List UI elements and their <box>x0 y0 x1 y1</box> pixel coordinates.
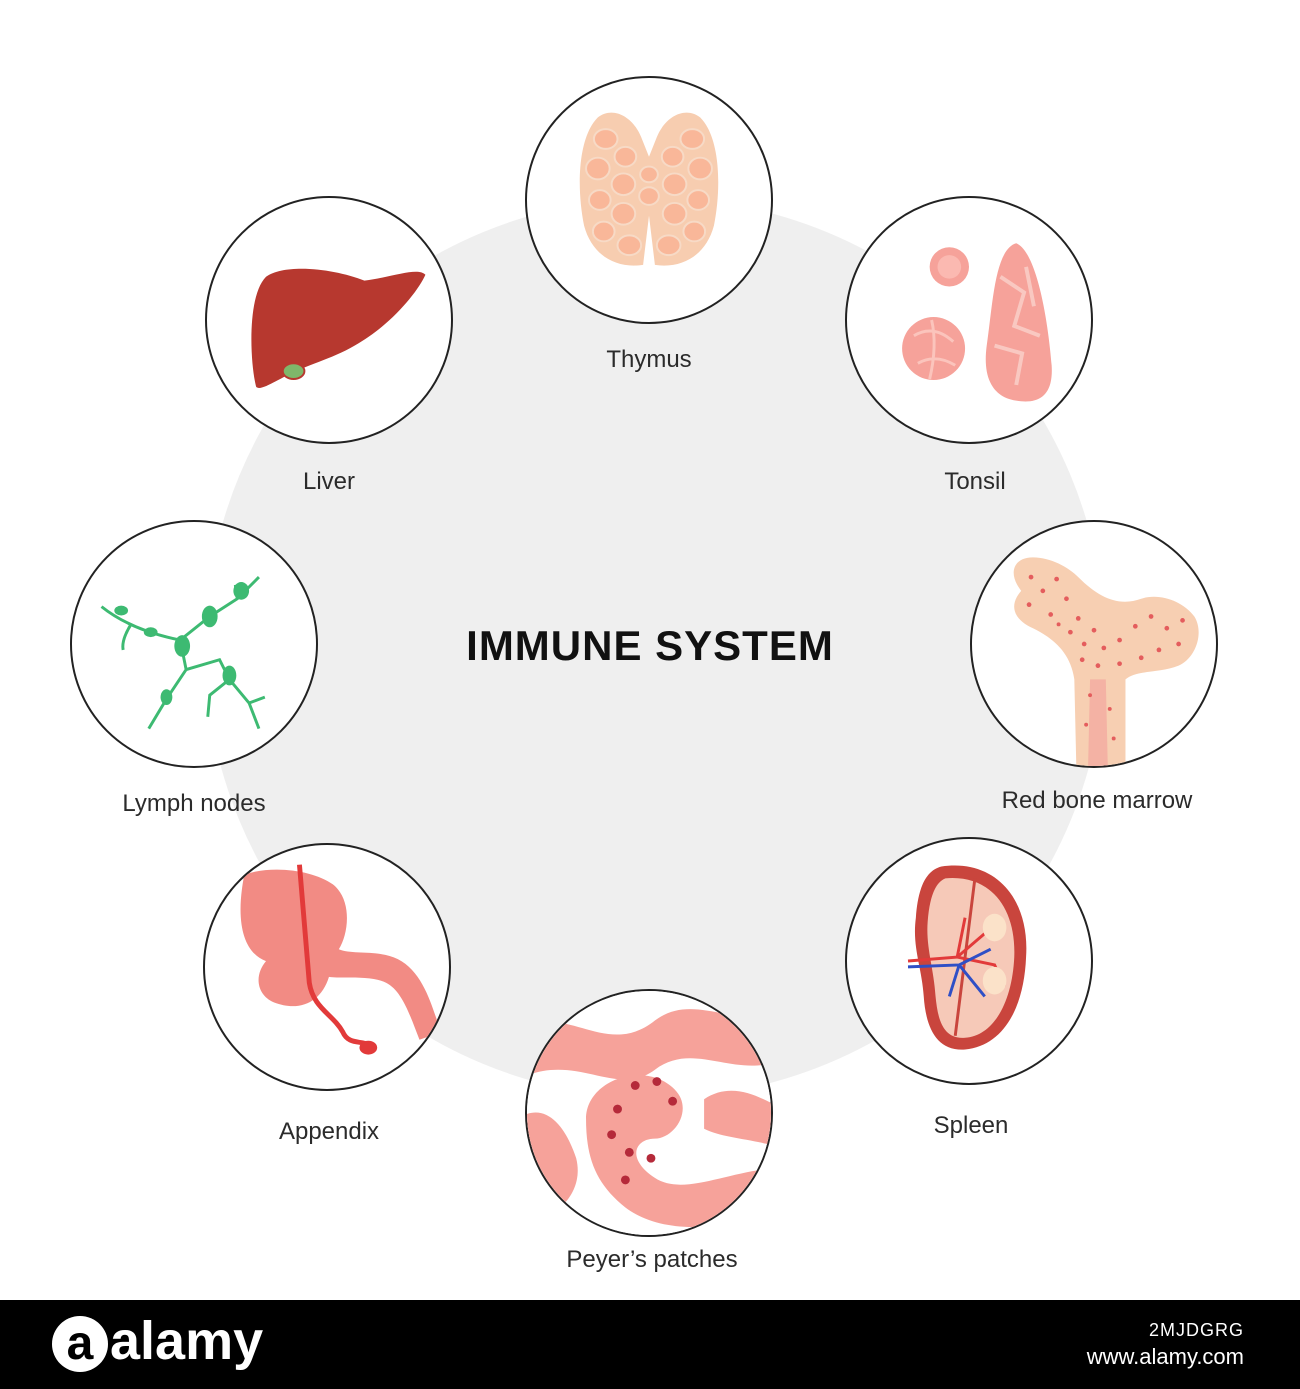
peyers-patches-illustration <box>527 991 771 1235</box>
spleen-label: Spleen <box>933 1112 1009 1139</box>
thymus-circle <box>525 76 773 324</box>
spleen-illustration <box>907 865 1027 1050</box>
tonsil-label: Tonsil <box>944 468 1006 495</box>
diagram-canvas: Thymus Tonsil Liver <box>70 76 1218 1273</box>
image-id: 2MJDGRG <box>1148 1320 1244 1340</box>
lymph-nodes-circle <box>70 520 318 768</box>
appendix-illustration <box>240 864 442 1055</box>
lymph-nodes-label: Lymph nodes <box>122 790 266 817</box>
red-bone-marrow-illustration <box>1013 557 1199 766</box>
lymph-nodes-illustration <box>100 576 266 730</box>
thymus-illustration <box>579 112 719 266</box>
red-bone-marrow-circle <box>970 520 1218 768</box>
appendix-label: Appendix <box>278 1118 380 1145</box>
logo-text: alamy <box>110 1311 264 1371</box>
logo-a-icon: a <box>52 1316 108 1372</box>
liver-illustration <box>251 268 426 388</box>
red-bone-marrow-label: Red bone marrow <box>1001 787 1193 814</box>
liver-label: Liver <box>302 468 356 495</box>
liver-circle <box>205 196 453 444</box>
tonsil-illustration <box>902 243 1052 402</box>
diagram-title: IMMUNE SYSTEM <box>466 622 834 669</box>
appendix-circle <box>203 843 451 1091</box>
spleen-circle <box>845 837 1093 1085</box>
peyers-patches-label: Peyer’s patches <box>566 1246 738 1273</box>
peyers-patches-circle <box>525 989 773 1237</box>
footer-url: www.alamy.com <box>1086 1344 1244 1369</box>
thymus-label: Thymus <box>606 346 692 373</box>
tonsil-circle <box>845 196 1093 444</box>
